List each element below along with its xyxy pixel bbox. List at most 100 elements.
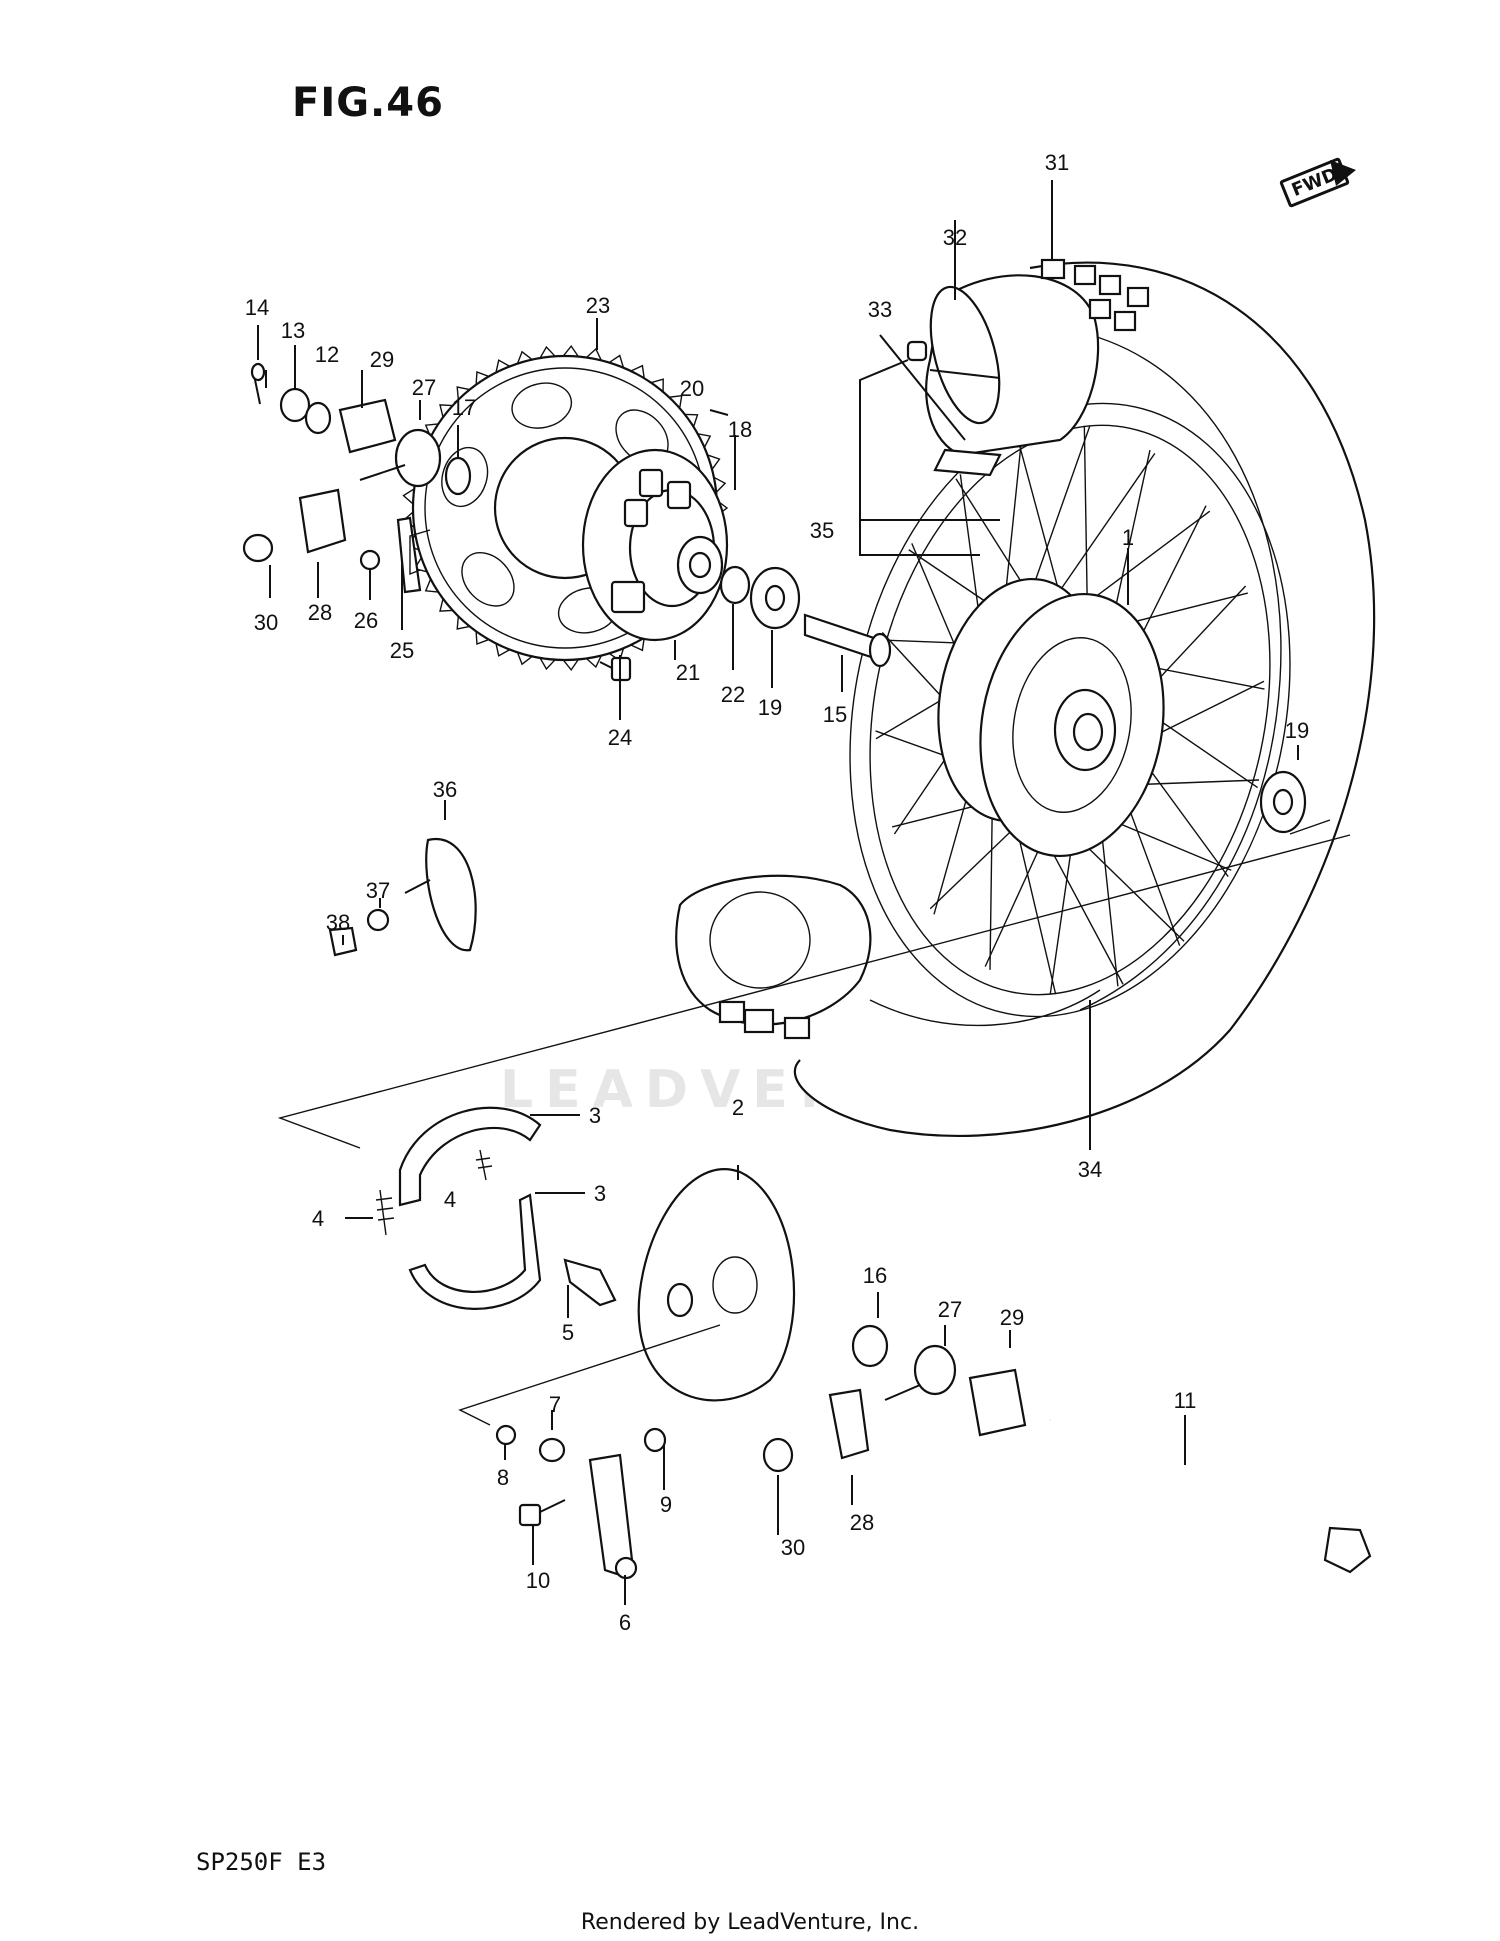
chain-adjuster-left — [242, 362, 472, 594]
callout-17: 17 — [452, 395, 476, 420]
callout-29b: 29 — [1000, 1305, 1024, 1330]
callout-19a: 19 — [758, 695, 782, 720]
callout-labels: 1 2 3 3 4 4 5 6 7 8 9 10 11 12 13 14 15 … — [245, 150, 1309, 1635]
callout-27a: 27 — [412, 375, 436, 400]
sprocket-tooth — [562, 659, 579, 672]
callout-30a: 30 — [254, 610, 278, 635]
callout-23: 23 — [586, 293, 610, 318]
callout-15: 15 — [823, 702, 847, 727]
cover-plate — [328, 837, 477, 957]
sprocket-tooth — [650, 378, 664, 392]
callout-6: 6 — [619, 1610, 631, 1635]
sprocket-tooth — [439, 598, 453, 612]
render-credit: Rendered by LeadVenture, Inc. — [580, 1910, 920, 1935]
tube-and-rim-band — [925, 274, 1100, 477]
callout-26: 26 — [354, 608, 378, 633]
callout-37: 37 — [366, 878, 390, 903]
spoke — [929, 817, 1025, 910]
callout-12: 12 — [315, 342, 339, 367]
model-code: SP250F E3 — [196, 1848, 327, 1876]
callout-2: 2 — [732, 1095, 744, 1120]
fwd-arrow-head — [1330, 160, 1356, 186]
sprocket-tooth — [475, 631, 490, 645]
valve-cap-and-nut — [906, 340, 1001, 379]
chain-adjuster-right — [762, 1324, 1027, 1473]
sprocket-tooth — [539, 345, 556, 359]
callout-4b: 4 — [444, 1187, 456, 1212]
sprocket-tooth — [456, 386, 470, 400]
callout-27b: 27 — [938, 1297, 962, 1322]
callout-24: 24 — [608, 725, 632, 750]
leader-lines — [257, 180, 1299, 1605]
callout-38: 38 — [326, 910, 350, 935]
callout-21: 21 — [676, 660, 700, 685]
sprocket-tooth — [707, 454, 721, 470]
brake-panel — [637, 1168, 796, 1402]
brake-drum-hub — [675, 874, 872, 1040]
rear-axle — [1049, 1417, 1372, 1574]
callout-10: 10 — [526, 1568, 550, 1593]
sprocket-tooth — [456, 616, 470, 630]
callout-29a: 29 — [370, 347, 394, 372]
callout-20: 20 — [680, 376, 704, 401]
callout-1: 1 — [1122, 525, 1134, 550]
callout-3b: 3 — [594, 1181, 606, 1206]
sprocket-tooth — [585, 655, 602, 669]
callout-35: 35 — [810, 518, 834, 543]
callout-33: 33 — [868, 297, 892, 322]
sprocket-tooth — [630, 364, 645, 379]
sprocket-tooth — [495, 359, 511, 373]
callout-8: 8 — [497, 1465, 509, 1490]
sprocket-tooth — [585, 347, 602, 361]
callout-34: 34 — [1078, 1157, 1102, 1182]
sprocket-tooth — [495, 643, 511, 657]
sprocket-tooth — [684, 413, 699, 428]
sprocket-tooth — [516, 350, 533, 364]
sprocket-tooth — [669, 394, 683, 409]
sprocket-carrier — [581, 448, 729, 642]
callout-11: 11 — [1174, 1388, 1197, 1413]
balance-weights — [1040, 258, 1150, 332]
axle-spacer-and-bearing — [719, 565, 892, 668]
callout-31: 31 — [1045, 150, 1069, 175]
callout-16: 16 — [863, 1263, 887, 1288]
sprocket-tooth — [475, 371, 490, 385]
wheel-hub — [937, 577, 1165, 858]
sprocket-tooth — [539, 657, 556, 671]
callout-5: 5 — [562, 1320, 574, 1345]
rim — [849, 402, 1291, 1018]
sprocket-bolt — [599, 656, 632, 682]
sprocket-tooth — [562, 344, 579, 357]
sprocket-cutout — [511, 382, 573, 429]
figure-title: FIG.46 — [292, 80, 444, 126]
spoke — [1083, 425, 1089, 620]
callout-22: 22 — [721, 682, 745, 707]
sprocket-tooth — [608, 354, 625, 368]
brake-cam-and-lever — [495, 1258, 667, 1580]
callout-36: 36 — [433, 777, 457, 802]
bearing-right — [1259, 770, 1307, 834]
brake-shoes — [375, 1106, 542, 1310]
callout-3a: 3 — [589, 1103, 601, 1128]
callout-28b: 28 — [850, 1510, 874, 1535]
callout-13: 13 — [281, 318, 305, 343]
callout-28a: 28 — [308, 600, 332, 625]
sprocket-tooth — [439, 404, 453, 418]
callout-7: 7 — [549, 1392, 561, 1417]
callout-19b: 19 — [1285, 718, 1309, 743]
sprocket-tooth — [697, 433, 712, 448]
sprocket-cutout — [441, 446, 489, 508]
callout-14: 14 — [245, 295, 269, 320]
spoke — [1016, 435, 1064, 607]
wheel-spokes — [875, 425, 1265, 995]
sprocket-tooth — [630, 637, 645, 652]
callout-32: 32 — [943, 225, 967, 250]
callout-9: 9 — [660, 1492, 672, 1517]
callout-4a: 4 — [312, 1206, 324, 1231]
sprocket-tooth — [516, 652, 533, 666]
sprocket-tooth — [424, 578, 439, 593]
sprocket-cutout — [461, 552, 515, 607]
section-lines — [277, 529, 1351, 1426]
spoke — [1049, 452, 1156, 606]
callout-30b: 30 — [781, 1535, 805, 1560]
